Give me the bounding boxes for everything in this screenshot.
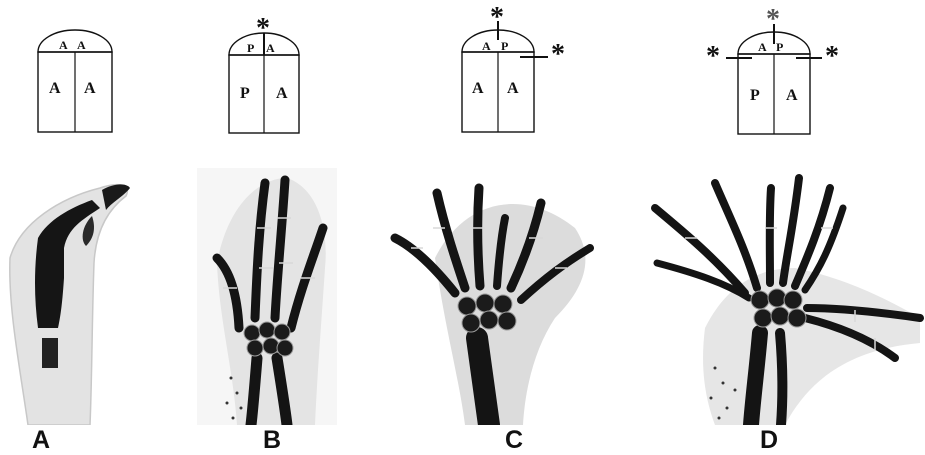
diagram-b-cap-right: A <box>266 41 275 55</box>
schematic-row: A A A A * P A P A * * A P A <box>0 0 925 160</box>
diagram-c-cap-left: A <box>482 39 491 53</box>
diagram-b-cap-left: P <box>247 41 254 55</box>
diagram-c-body-left: A <box>472 80 484 97</box>
diagram-b-body-left: P <box>240 85 250 102</box>
diagram-d-body-left: P <box>750 87 760 104</box>
panel-label-a: A <box>32 428 50 453</box>
diagram-d-star-top: * <box>766 4 780 35</box>
diagram-d-star-left: * <box>706 41 720 72</box>
diagram-d: * * * A P P A <box>706 4 839 134</box>
diagram-c-star-top: * <box>490 2 504 33</box>
photo-b <box>197 168 337 425</box>
diagram-a-cap-right: A <box>77 38 86 52</box>
diagram-a-cap-left: A <box>59 38 68 52</box>
diagram-c-cap-right: P <box>501 39 508 53</box>
photo-d <box>645 168 925 425</box>
photo-a <box>0 168 150 425</box>
diagram-c-body-right: A <box>507 80 519 97</box>
diagram-d-cap-left: A <box>758 40 767 54</box>
photo-c <box>385 168 600 425</box>
panel-label-b: B <box>263 428 281 453</box>
diagram-c: * * A P A A <box>462 2 565 132</box>
diagram-c-star-right: * <box>551 39 565 70</box>
diagram-b: * P A P A <box>229 13 299 133</box>
diagram-a-body-right: A <box>84 80 96 97</box>
diagram-d-cap-right: P <box>776 40 783 54</box>
diagram-a-body-left: A <box>49 80 61 97</box>
diagram-d-star-right: * <box>825 41 839 72</box>
diagram-d-body-right: A <box>786 87 798 104</box>
panel-label-d: D <box>760 428 778 453</box>
diagram-a: A A A A <box>38 30 112 132</box>
panel-label-c: C <box>505 428 523 453</box>
diagram-b-body-right: A <box>276 85 288 102</box>
diagram-b-star-top: * <box>256 13 270 44</box>
